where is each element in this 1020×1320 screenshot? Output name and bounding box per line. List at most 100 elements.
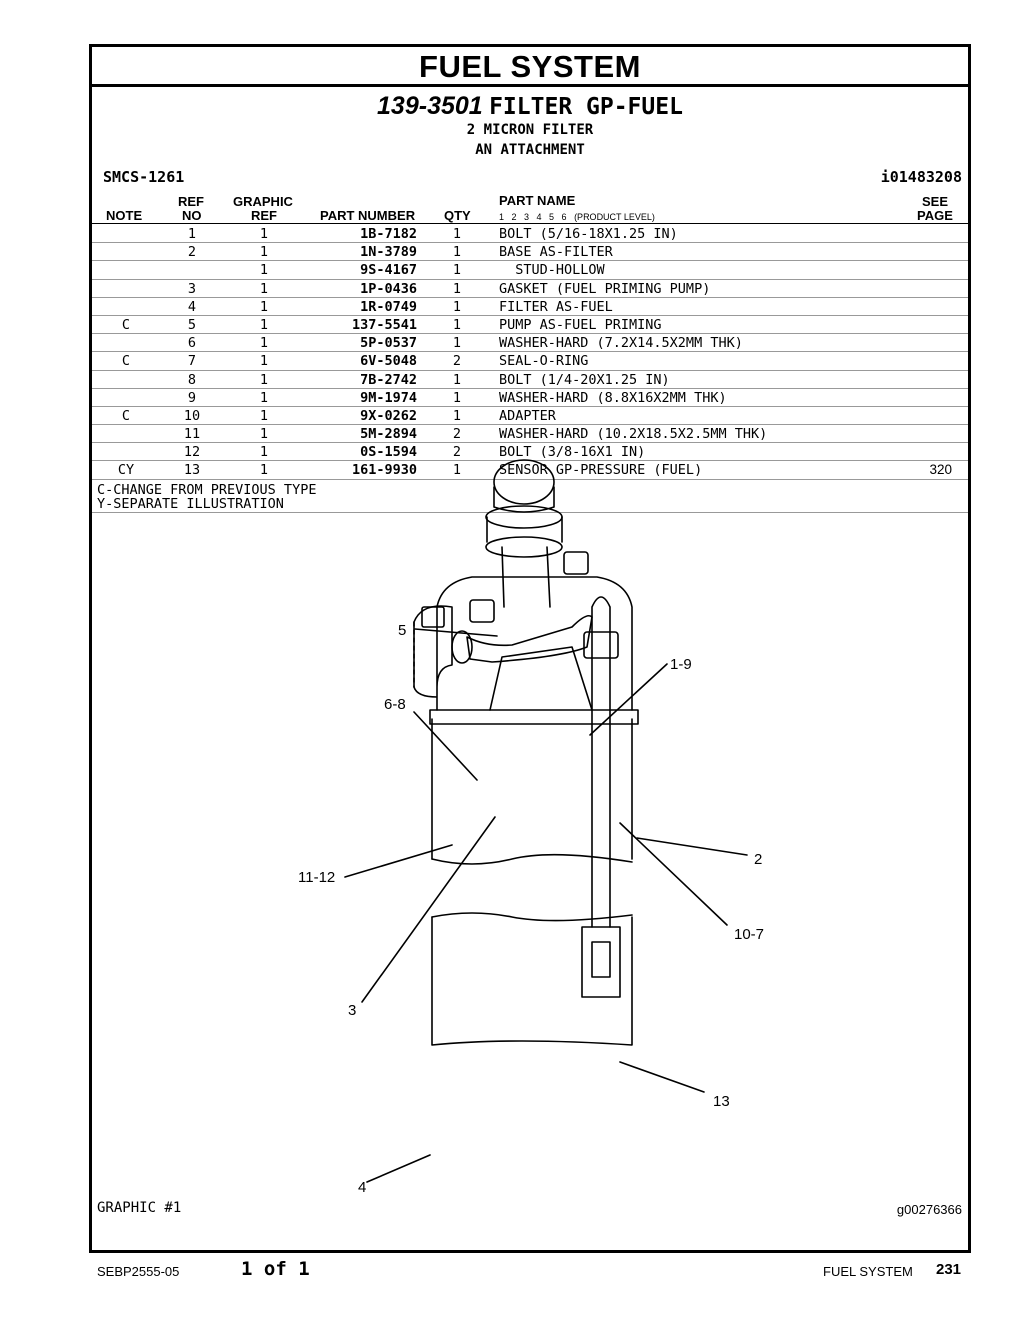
bolt-1-9 — [563, 551, 589, 575]
part-note: C — [121, 316, 131, 333]
part-ref-no: 2 — [187, 244, 197, 261]
filter-canister-break-top — [431, 912, 633, 922]
part-number: 9X-0262 — [360, 407, 417, 424]
part-ref-no: 6 — [187, 335, 197, 352]
header-rule — [92, 223, 968, 224]
pump-knob — [493, 486, 555, 513]
part-qty: 1 — [452, 280, 462, 297]
part-qty: 2 — [452, 444, 462, 461]
part-number: 1B-7182 — [360, 226, 417, 242]
section-title: FUEL SYSTEM — [92, 47, 968, 87]
part-qty: 1 — [452, 244, 462, 261]
header-ref-bottom: NO — [182, 208, 202, 223]
header-part-name: PART NAME — [499, 193, 576, 208]
part-graphic-ref: 1 — [259, 226, 269, 242]
part-name: STUD-HOLLOW — [499, 262, 605, 279]
part-name: WASHER-HARD (10.2X18.5X2.5MM THK) — [499, 426, 768, 443]
callout-5: 5 — [398, 622, 406, 639]
page-frame: FUEL SYSTEM 139-3501 FILTER GP-FUEL 2 MI… — [89, 44, 971, 1253]
part-graphic-ref: 1 — [259, 371, 269, 388]
part-qty: 2 — [452, 353, 462, 370]
part-graphic-ref: 1 — [259, 444, 269, 461]
part-number: 6V-5048 — [360, 353, 417, 370]
header-qty: QTY — [444, 208, 471, 223]
part-name: SEAL-O-RING — [499, 353, 589, 370]
part-qty: 1 — [452, 335, 462, 352]
part-ref-no: 12 — [183, 444, 201, 461]
part-name: SENSOR GP-PRESSURE (FUEL) — [499, 462, 703, 479]
leader-4 — [366, 1154, 431, 1183]
leader-5 — [414, 628, 498, 637]
callout-6-8: 6-8 — [384, 696, 406, 713]
part-ref-no: 4 — [187, 298, 197, 315]
sensor-tube — [591, 596, 611, 928]
part-number: 5M-2894 — [360, 426, 417, 443]
pump-flange — [485, 536, 563, 558]
part-ref-no: 9 — [187, 389, 197, 406]
footer-page-number: 231 — [936, 1261, 962, 1278]
part-note: C — [121, 407, 131, 424]
note-line: C-CHANGE FROM PREVIOUS TYPE — [97, 482, 317, 498]
part-number: 1R-0749 — [360, 298, 417, 315]
part-ref-no: 10 — [183, 407, 201, 424]
adapter-10-7 — [583, 631, 619, 659]
part-name: BOLT (5/16-18X1.25 IN) — [499, 226, 678, 242]
base-plate — [429, 709, 639, 725]
illustration-ident: i01483208 — [880, 168, 962, 186]
part-ref-no: 11 — [183, 426, 201, 443]
filter-canister-break-bottom — [431, 853, 633, 865]
part-qty: 1 — [452, 262, 462, 279]
part-name: FILTER AS-FUEL — [499, 298, 613, 315]
part-name: WASHER-HARD (8.8X16X2MM THK) — [499, 389, 727, 406]
part-qty: 1 — [452, 462, 462, 479]
callout-3: 3 — [348, 1002, 356, 1019]
leader-6-8 — [413, 711, 478, 781]
note-line: Y-SEPARATE ILLUSTRATION — [97, 496, 284, 512]
sensor-connector — [581, 926, 621, 998]
part-number: 161-9930 — [351, 462, 417, 479]
callout-1-9: 1-9 — [670, 656, 692, 673]
part-number: 0S-1594 — [360, 444, 417, 461]
part-name: ADAPTER — [499, 407, 556, 424]
part-number: 137-5541 — [351, 316, 417, 333]
sensor-connector-inner — [591, 941, 611, 978]
header-ref-top: REF — [178, 194, 204, 209]
part-name: GASKET (FUEL PRIMING PUMP) — [499, 280, 711, 297]
part-graphic-ref: 1 — [259, 262, 269, 279]
header-product-levels: 1 2 3 4 5 6 (PRODUCT LEVEL) — [499, 212, 655, 222]
clamp-arm — [466, 614, 593, 663]
base-slope — [489, 646, 593, 711]
header-graphic-bottom: REF — [251, 208, 277, 223]
header-part-number: PART NUMBER — [320, 208, 416, 223]
header-see-bottom: PAGE — [917, 208, 953, 223]
leader-2 — [636, 837, 748, 856]
callout-2: 2 — [754, 851, 762, 868]
part-name: BOLT (1/4-20X1.25 IN) — [499, 371, 670, 388]
part-number: 7B-2742 — [360, 371, 417, 388]
graphic-label: GRAPHIC #1 — [97, 1200, 182, 1216]
pump-collar-top — [485, 505, 563, 529]
part-number: 9S-4167 — [360, 262, 417, 279]
group-name: FILTER GP-FUEL — [489, 94, 683, 120]
graphic-id: g00276366 — [896, 1202, 962, 1217]
leader-1-9 — [589, 663, 668, 736]
footer-section: FUEL SYSTEM — [823, 1264, 913, 1279]
part-qty: 1 — [452, 316, 462, 333]
part-qty: 1 — [452, 389, 462, 406]
notes: C-CHANGE FROM PREVIOUS TYPE Y-SEPARATE I… — [97, 483, 316, 511]
part-qty: 1 — [452, 407, 462, 424]
footer-doc-number: SEBP2555-05 — [97, 1264, 180, 1279]
header-product-level: (PRODUCT LEVEL) — [574, 212, 655, 222]
group-subtitle-1: 2 MICRON FILTER — [466, 122, 594, 138]
callout-11-12: 11-12 — [298, 869, 335, 886]
part-qty: 2 — [452, 426, 462, 443]
filter-canister-lower — [431, 916, 633, 1046]
leader-3 — [361, 816, 496, 1003]
pump-knob-top — [493, 459, 555, 505]
part-see-page: 320 — [929, 462, 952, 478]
